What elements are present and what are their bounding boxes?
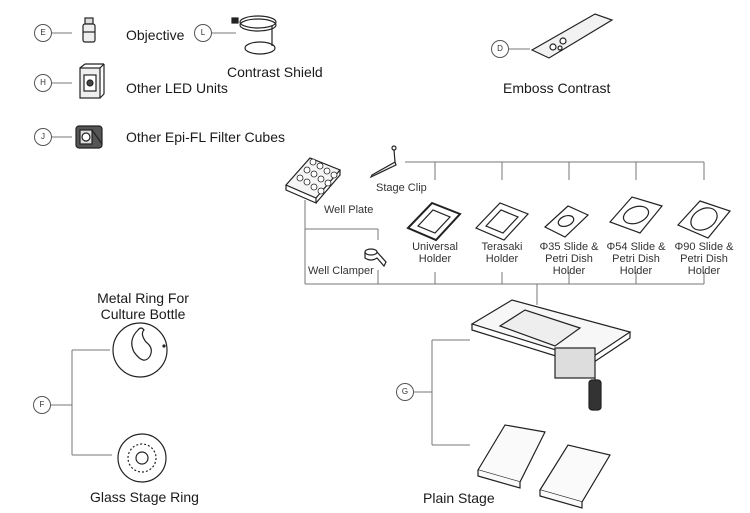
badge-d: D	[491, 40, 509, 58]
badge-l: L	[194, 24, 212, 42]
terasaki-holder-label: Terasaki Holder	[481, 241, 523, 265]
contrast-shield-label: Contrast Shield	[227, 64, 323, 80]
well-clamper-icon	[364, 248, 387, 268]
connector-lines	[50, 32, 705, 456]
phi54-holder-label: Φ54 Slide & Petri Dish Holder	[606, 241, 666, 277]
well-clamper-label: Well Clamper	[308, 265, 374, 277]
metal-ring-icon	[112, 322, 168, 378]
phi90-holder-label: Φ90 Slide & Petri Dish Holder	[674, 241, 734, 277]
plain-stage-label: Plain Stage	[423, 490, 495, 506]
badge-h: H	[34, 74, 52, 92]
stage-clip-icon	[369, 145, 397, 179]
phi35-holder-icon	[543, 205, 590, 238]
universal-holder-icon	[406, 201, 462, 242]
stage-clip-label: Stage Clip	[376, 182, 427, 194]
glass-ring-icon	[117, 433, 167, 483]
phi90-holder-icon	[676, 200, 732, 239]
well-plate-label: Well Plate	[324, 204, 374, 216]
contrast-shield-icon	[231, 15, 277, 55]
phi54-holder-icon	[608, 196, 664, 234]
badge-j: J	[34, 128, 52, 146]
plain-stage-icon	[477, 424, 611, 509]
badge-g: G	[396, 383, 414, 401]
objective-label: Objective	[126, 27, 185, 43]
well-plate-icon	[285, 157, 342, 204]
badge-e: E	[34, 24, 52, 42]
led-unit-icon	[79, 63, 105, 99]
terasaki-holder-icon	[474, 202, 530, 241]
glass-ring-label: Glass Stage Ring	[90, 489, 199, 505]
filter-cube-icon	[75, 125, 103, 149]
metal-ring-label: Metal Ring For Culture Bottle	[97, 290, 189, 322]
emboss-contrast-icon	[530, 13, 614, 59]
badge-f: F	[33, 396, 51, 414]
stage-icon	[470, 299, 632, 411]
emboss-contrast-label: Emboss Contrast	[503, 80, 611, 96]
phi35-holder-label: Φ35 Slide & Petri Dish Holder	[539, 241, 599, 277]
led-units-label: Other LED Units	[126, 80, 228, 96]
objective-icon	[82, 17, 96, 43]
filter-cubes-label: Other Epi-FL Filter Cubes	[126, 129, 285, 145]
universal-holder-label: Universal Holder	[412, 241, 458, 265]
